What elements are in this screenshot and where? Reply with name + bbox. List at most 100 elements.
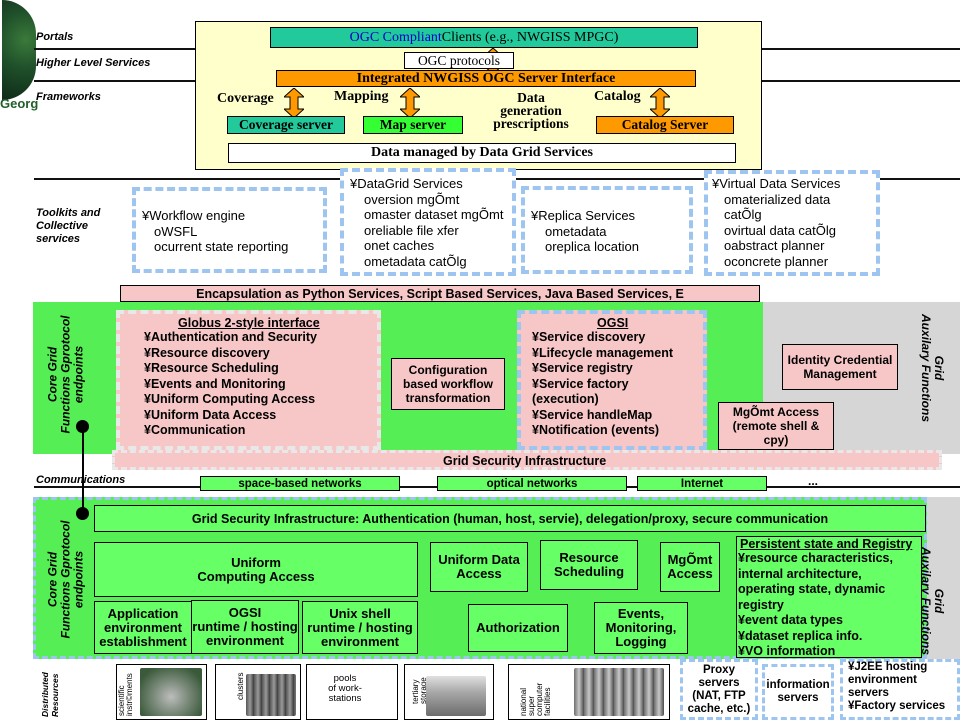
- list-item: ¥J2EE hosting: [848, 661, 928, 673]
- authorization-box: Authorization: [468, 604, 568, 652]
- connector-dot: [76, 420, 89, 433]
- list-item: ¥Service registry: [532, 361, 633, 375]
- list-item: registry: [738, 597, 784, 612]
- persistent-registry-title: Persistent state and Registry: [740, 537, 913, 551]
- internet-box: Internet: [637, 476, 767, 491]
- uniform-computing-box: Uniform Computing Access: [94, 542, 418, 597]
- aux-functions-lower-label: Grid Auxilary Functions: [919, 546, 946, 656]
- list-item: ¥DataGrid Services: [350, 176, 463, 191]
- virtual-data-services-list: ¥Virtual Data Services omaterialized dat…: [712, 176, 840, 269]
- layer-label-portals: Portals: [36, 31, 74, 43]
- datagrid-services-box: [340, 168, 516, 276]
- resource-clusters-label: clusters: [236, 672, 245, 700]
- list-item: ¥Service factory: [532, 376, 629, 391]
- networks-more: ...: [808, 474, 819, 488]
- layer-label-higher-level: Higher Level Services: [36, 57, 151, 69]
- layer-label-frameworks: Frameworks: [36, 91, 101, 103]
- list-item: ovirtual data catÕlg: [724, 222, 837, 238]
- identity-credential-box: Identity Credential Management: [782, 344, 898, 390]
- list-item: ¥Resource Scheduling: [144, 361, 279, 375]
- encapsulation-bar: Encapsulation as Python Services, Script…: [120, 285, 760, 302]
- globus-interface-title: Globus 2-style interface: [178, 316, 320, 330]
- resource-proxy: Proxy servers (NAT, FTP cache, etc.): [680, 659, 758, 720]
- list-item: ¥Service handleMap: [532, 407, 653, 422]
- coverage-label: Coverage: [217, 91, 274, 106]
- supercomputer-image: [574, 668, 664, 716]
- ogsi-box: [517, 310, 707, 450]
- unix-shell-box: Unix shell runtime / hosting environment: [302, 601, 418, 654]
- coverage-server-box: Coverage server: [227, 116, 345, 134]
- arrow-up-down-icon: [282, 87, 306, 119]
- list-item: ¥Resource discovery: [144, 345, 270, 360]
- persistent-registry-box: [736, 536, 922, 658]
- list-item: oWSFL: [154, 223, 198, 239]
- list-item: ocurrent state reporting: [154, 239, 289, 254]
- list-item: ¥Factory services: [848, 700, 946, 712]
- list-item: ¥resource characteristics,: [738, 551, 893, 565]
- events-monitoring-box: Events, Monitoring, Logging: [594, 602, 688, 654]
- layer-label-toolkits: Toolkits and Collective services: [36, 207, 101, 245]
- virtual-data-services-box: [704, 170, 880, 276]
- list-item: ¥event data types: [738, 613, 843, 627]
- list-item: oreliable file xfer: [364, 222, 459, 238]
- list-item: ¥Service discovery: [532, 330, 646, 344]
- list-item: ¥Uniform Computing Access: [144, 392, 316, 406]
- mgmt-access-lower-box: MgÕmt Access: [660, 542, 720, 592]
- workflow-engine-list: ¥Workflow engine oWSFL ocurrent state re…: [142, 208, 288, 255]
- resource-scheduling-box: Resource Scheduling: [540, 540, 638, 590]
- core-grid-lower-label: Core Grid Functions Gprotocol endpoints: [45, 520, 86, 639]
- list-item: oabstract planner: [724, 238, 825, 253]
- persistent-registry-list: ¥resource characteristics, internal arch…: [738, 551, 893, 660]
- resource-j2ee-list: ¥J2EE hosting environment servers ¥Facto…: [848, 661, 945, 713]
- connector-line: [82, 425, 84, 513]
- list-item: ometadata catÕlg: [364, 253, 467, 269]
- list-item: ¥Workflow engine: [142, 208, 246, 223]
- mgmt-access-upper-box: MgÕmt Access (remote shell & cpy): [718, 402, 834, 450]
- datagrid-services-list: ¥DataGrid Services oversion mgÕmt omaste…: [350, 176, 503, 269]
- ogsi-title: OGSI: [597, 316, 629, 330]
- connector-dot: [76, 507, 89, 520]
- gsi-bar-label: Grid Security Infrastructure: [443, 454, 607, 468]
- list-item: ¥dataset replica info.: [738, 628, 863, 643]
- ogc-compliant-text: OGC Compliant: [349, 29, 442, 45]
- list-item: ¥Virtual Data Services: [712, 176, 841, 191]
- gsi-bar-dashed: [112, 450, 942, 470]
- config-workflow-box: Configuration based workflow transformat…: [391, 358, 505, 410]
- resource-pools: [306, 664, 398, 720]
- list-item: onet caches: [364, 238, 435, 253]
- ogsi-list: ¥Service discovery ¥Lifecycle management…: [532, 330, 673, 439]
- data-gen-label: Data generation prescriptions: [493, 90, 569, 131]
- resource-scientific-label: scientific instr©ments: [117, 673, 134, 716]
- list-item: operating state, dynamic: [738, 582, 886, 596]
- list-item: ¥Authentication and Security: [144, 330, 317, 344]
- gsi-full-bar: Grid Security Infrastructure: Authentica…: [94, 505, 926, 532]
- arrow-up-down-icon: [648, 87, 672, 119]
- list-item: ometadata: [545, 223, 607, 239]
- list-item: internal architecture,: [738, 566, 862, 581]
- list-item: oversion mgÕmt: [364, 191, 460, 207]
- ogc-clients-box: OGC Compliant Clients (e.g., NWGISS MPGC…: [270, 27, 698, 48]
- resource-pools-label: pools of work- stations: [328, 673, 362, 704]
- list-item: ¥Replica Services: [531, 208, 636, 223]
- resource-j2ee-box: [840, 659, 960, 720]
- optical-networks-box: optical networks: [437, 476, 627, 491]
- resource-national-label: national super computer facilities: [519, 682, 552, 716]
- list-item: environment: [848, 674, 918, 686]
- list-item: ¥Lifecycle management: [532, 345, 674, 360]
- list-item: ¥Events and Monitoring: [144, 376, 286, 391]
- space-networks-box: space-based networks: [200, 476, 400, 491]
- arrow-up-down-icon: [398, 87, 422, 119]
- list-item: ¥VO information: [738, 644, 836, 658]
- list-item: ¥Uniform Data Access: [144, 407, 277, 422]
- list-item: oreplica location: [545, 239, 639, 254]
- mapping-label: Mapping: [334, 89, 389, 104]
- core-lower-gray-panel: [927, 497, 960, 659]
- logo-text: Georg: [0, 96, 39, 111]
- app-env-box: Application environment establishment: [94, 601, 192, 654]
- resource-information: information servers: [762, 664, 834, 720]
- cluster-image: [246, 674, 296, 716]
- list-item: catÕlg: [724, 207, 762, 222]
- list-item: (execution): [532, 392, 599, 406]
- ogsi-runtime-box: OGSI runtime / hosting environment: [191, 600, 299, 654]
- aux-functions-upper-label: Grid Auxilary Functions: [919, 313, 946, 423]
